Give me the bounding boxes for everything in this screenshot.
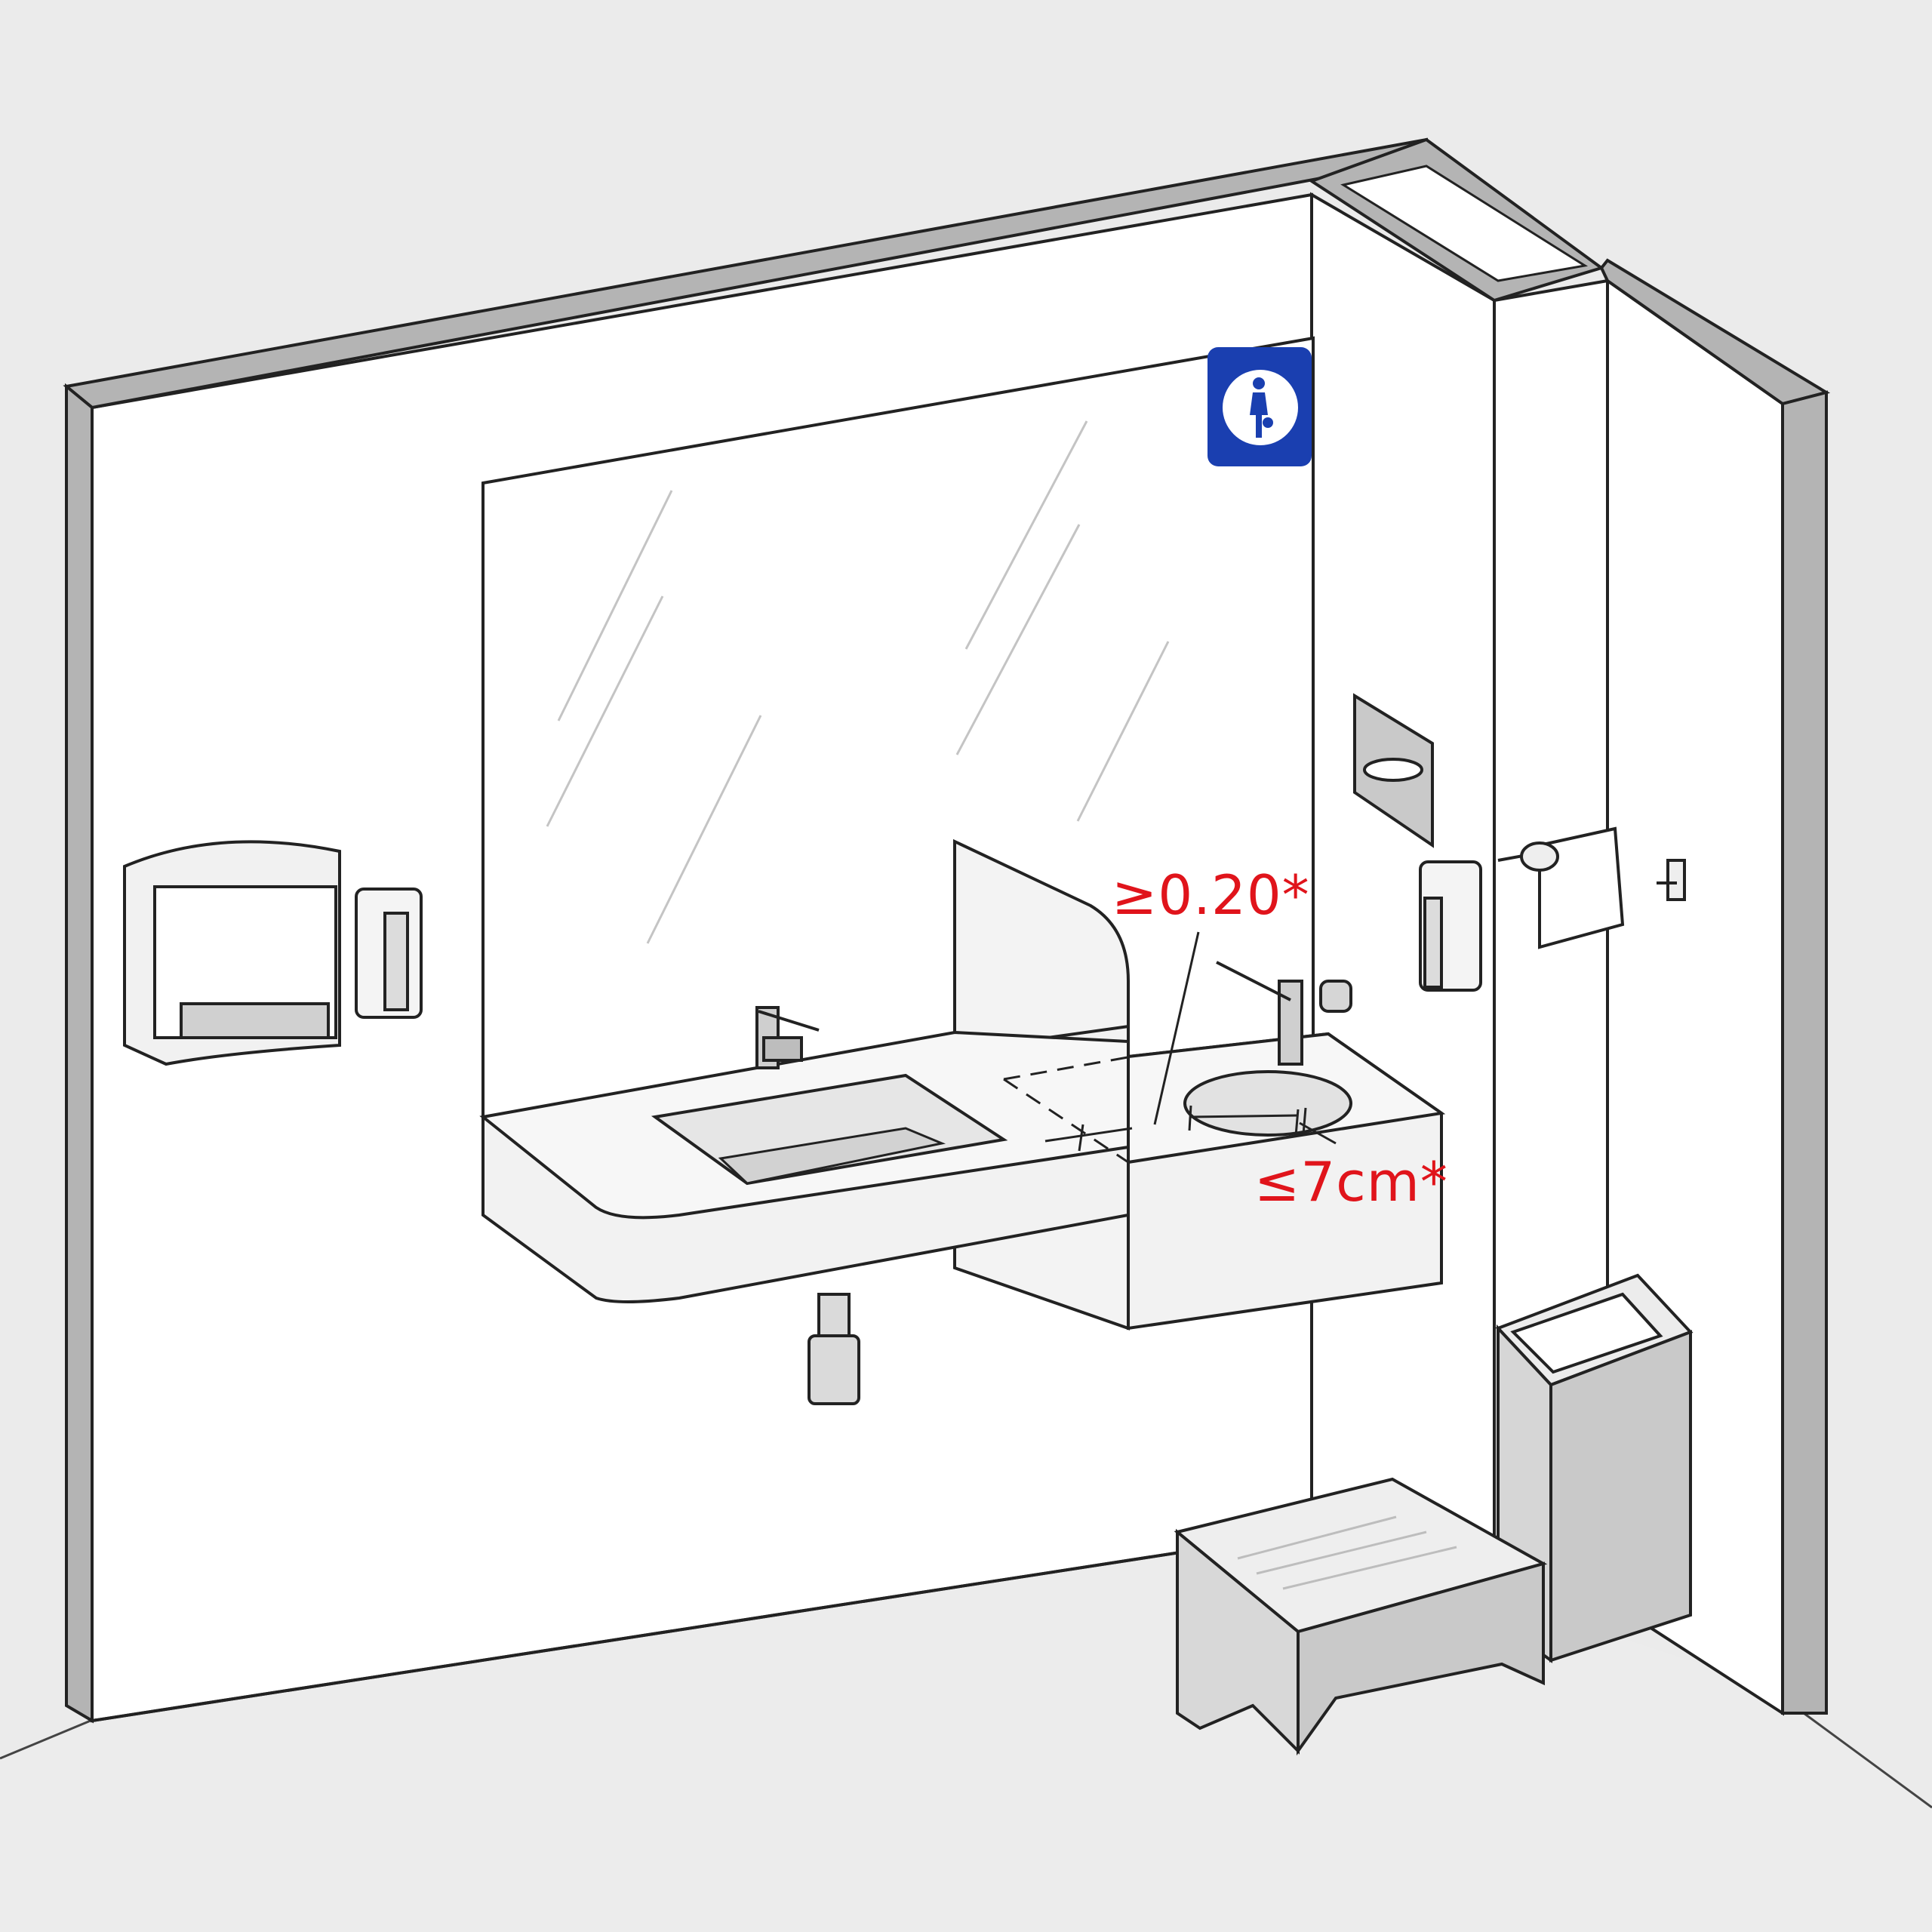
- toilet-roll-holder: [1497, 826, 1625, 949]
- child-faucet: [1216, 961, 1352, 1066]
- drain-pipe: [808, 1293, 860, 1405]
- coat-hook: [1657, 859, 1686, 901]
- flush-plate: [1353, 693, 1434, 848]
- adult-faucet: [755, 1006, 820, 1069]
- step-stool: [1174, 1477, 1548, 1756]
- soap-dispenser-left: [355, 888, 423, 1019]
- family-restroom-icon: [1208, 347, 1312, 466]
- dimension-lines: [1003, 931, 1337, 1164]
- paper-towel-dispenser: [123, 840, 341, 1066]
- right-wall-edge: [1781, 390, 1828, 1715]
- left-wall-edge: [65, 383, 94, 1724]
- mirror-gap-annotation: ≥0.20*: [1112, 863, 1310, 927]
- child-basin: [1183, 1070, 1352, 1137]
- mirror-reflection-lines: [546, 420, 1170, 944]
- basin-distance-annotation: ≤7cm*: [1254, 1150, 1448, 1214]
- soap-dispenser-right: [1419, 860, 1482, 992]
